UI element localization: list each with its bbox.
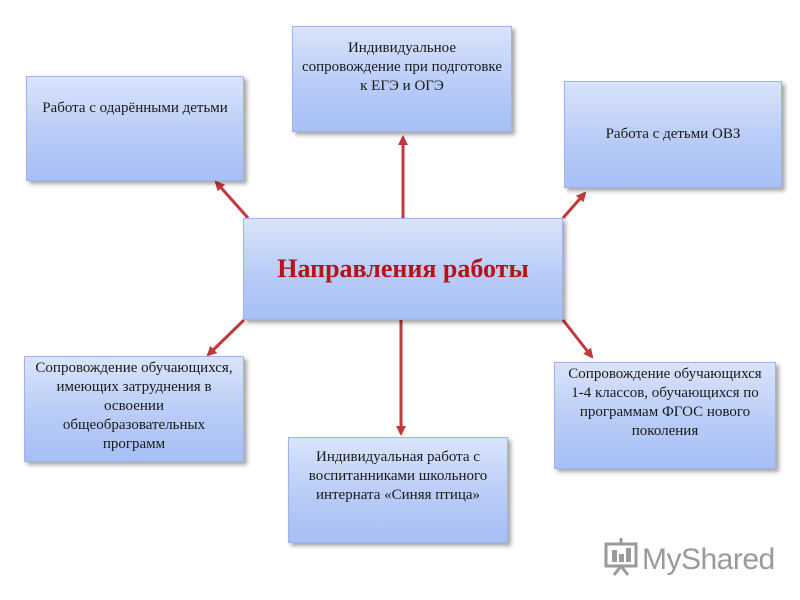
arrow-to-difficulties: [206, 318, 246, 357]
arrow-to-primary: [561, 319, 594, 359]
node-boarding-label: Индивидуальная работа с воспитанниками ш…: [308, 449, 488, 503]
node-primary: Сопровождение обучающихся 1-4 классов, о…: [554, 362, 776, 469]
node-difficulties: Сопровождение обучающихся, имеющих затру…: [24, 356, 244, 462]
arrow-to-ovz: [561, 191, 587, 219]
node-exam-label: Индивидуальное сопровождение при подгото…: [301, 40, 503, 94]
node-gifted-label: Работа с одарёнными детьми: [42, 100, 228, 116]
watermark: MyShared: [604, 536, 775, 584]
node-ovz-label: Работа с детьми ОВЗ: [605, 126, 741, 142]
node-boarding: Индивидуальная работа с воспитанниками ш…: [288, 437, 508, 543]
arrow-to-gifted: [214, 180, 250, 219]
node-ovz: Работа с детьми ОВЗ: [564, 81, 782, 188]
node-primary-label: Сопровождение обучающихся 1-4 классов, о…: [568, 366, 762, 439]
node-gifted: Работа с одарёнными детьми: [26, 76, 244, 181]
center-label: Направления работы: [277, 254, 529, 283]
node-difficulties-label: Сопровождение обучающихся, имеющих затру…: [35, 360, 233, 452]
presentation-board-icon: [604, 536, 638, 584]
center-node: Направления работы: [243, 218, 563, 320]
node-exam: Индивидуальное сопровождение при подгото…: [292, 26, 512, 132]
watermark-text: MyShared: [642, 543, 775, 576]
